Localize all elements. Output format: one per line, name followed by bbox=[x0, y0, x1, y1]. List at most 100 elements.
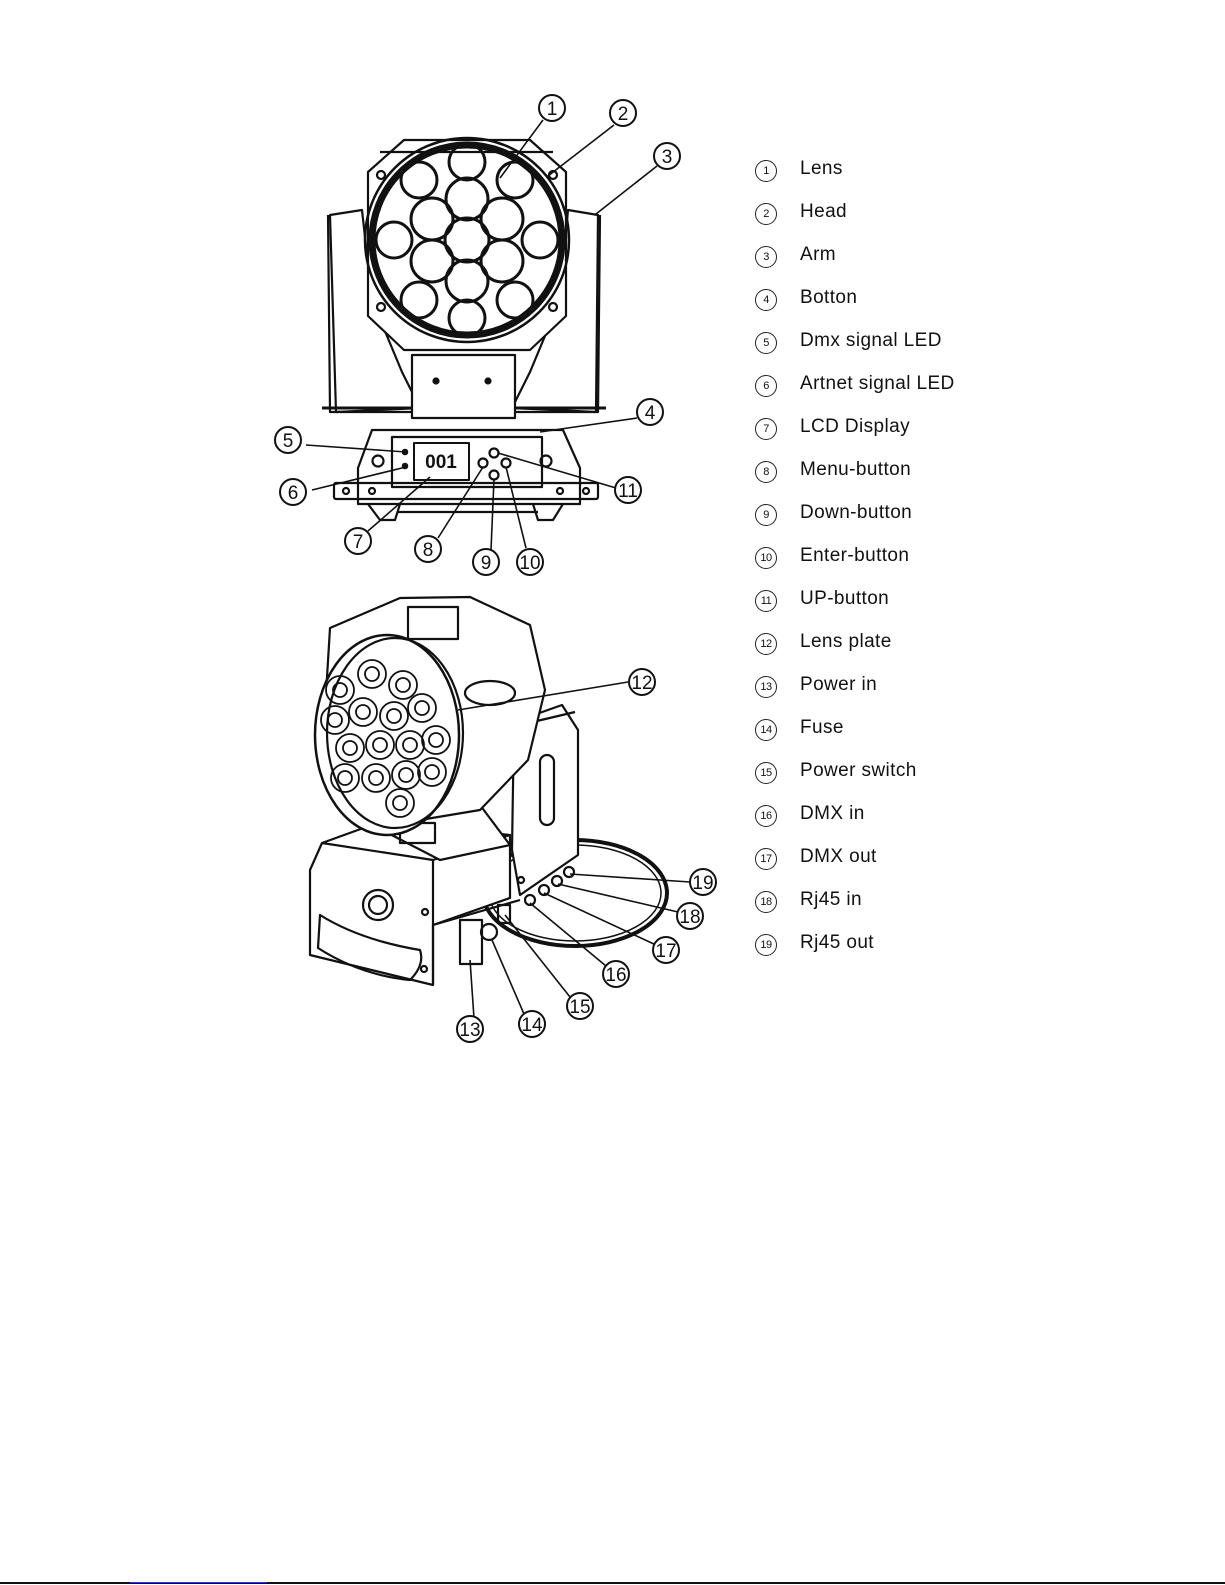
legend-item: 2 Head bbox=[755, 201, 955, 244]
callout-number: 17 bbox=[655, 941, 676, 962]
legend-label: Artnet signal LED bbox=[800, 373, 955, 395]
callout-2: 2 bbox=[610, 100, 636, 126]
callout-7: 7 bbox=[345, 528, 371, 554]
callout-number: 14 bbox=[521, 1015, 543, 1036]
legend-number-badge: 14 bbox=[755, 719, 777, 741]
legend-label: DMX out bbox=[800, 846, 877, 868]
legend-number-badge: 19 bbox=[755, 934, 777, 956]
legend-label: Lens bbox=[800, 158, 843, 180]
legend-item: 4 Botton bbox=[755, 287, 955, 330]
legend-label: DMX in bbox=[800, 803, 865, 825]
callout-number: 2 bbox=[618, 104, 629, 125]
legend-item: 19 Rj45 out bbox=[755, 932, 955, 975]
callout-13: 13 bbox=[457, 1016, 483, 1042]
legend-item: 6 Artnet signal LED bbox=[755, 373, 955, 416]
legend-number-badge: 2 bbox=[755, 203, 777, 225]
legend-item: 5 Dmx signal LED bbox=[755, 330, 955, 373]
legend-item: 13 Power in bbox=[755, 674, 955, 717]
callout-number: 4 bbox=[645, 403, 656, 424]
legend-label: Rj45 out bbox=[800, 932, 874, 954]
legend-label: Power in bbox=[800, 674, 877, 696]
callout-11: 11 bbox=[615, 477, 641, 503]
legend-number-badge: 5 bbox=[755, 332, 777, 354]
legend-number-badge: 3 bbox=[755, 246, 777, 268]
legend-item: 17 DMX out bbox=[755, 846, 955, 889]
callout-number: 3 bbox=[662, 147, 673, 168]
callout-number: 5 bbox=[283, 431, 294, 452]
callout-number: 19 bbox=[692, 873, 713, 894]
legend-label: Botton bbox=[800, 287, 857, 309]
legend-number-badge: 1 bbox=[755, 160, 777, 182]
callout-number: 12 bbox=[631, 673, 652, 694]
callout-1: 1 bbox=[539, 95, 565, 121]
fuse-holder bbox=[481, 924, 497, 940]
callout-16: 16 bbox=[603, 961, 629, 987]
legend-number-badge: 10 bbox=[755, 547, 777, 569]
legend-number-badge: 6 bbox=[755, 375, 777, 397]
legend-label: Lens plate bbox=[800, 631, 892, 653]
legend-number-badge: 13 bbox=[755, 676, 777, 698]
parts-legend: 1 Lens 2 Head 3 Arm 4 Botton 5 Dmx signal LED 6 Art… bbox=[755, 158, 955, 975]
callout-3: 3 bbox=[654, 143, 680, 169]
legend-item: 8 Menu-button bbox=[755, 459, 955, 502]
legend-number-badge: 7 bbox=[755, 418, 777, 440]
callout-5: 5 bbox=[275, 427, 301, 453]
callout-4: 4 bbox=[637, 399, 663, 425]
legend-number-badge: 18 bbox=[755, 891, 777, 913]
callout-number: 7 bbox=[353, 532, 364, 553]
callout-15: 15 bbox=[567, 993, 593, 1019]
legend-label: Enter-button bbox=[800, 545, 909, 567]
callout-number: 10 bbox=[519, 553, 540, 574]
legend-number-badge: 12 bbox=[755, 633, 777, 655]
yoke-post bbox=[412, 355, 515, 418]
lcd-display-value: 001 bbox=[425, 452, 457, 473]
legend-number-badge: 16 bbox=[755, 805, 777, 827]
rear-base bbox=[310, 835, 510, 985]
legend-item: 7 LCD Display bbox=[755, 416, 955, 459]
callout-number: 18 bbox=[679, 907, 700, 928]
legend-item: 12 Lens plate bbox=[755, 631, 955, 674]
callout-number: 6 bbox=[288, 483, 299, 504]
legend-label: Arm bbox=[800, 244, 836, 266]
legend-item: 10 Enter-button bbox=[755, 545, 955, 588]
callout-number: 8 bbox=[423, 540, 434, 561]
legend-label: Menu-button bbox=[800, 459, 911, 481]
callout-number: 9 bbox=[481, 553, 492, 574]
legend-label: Fuse bbox=[800, 717, 844, 739]
callout-number: 11 bbox=[618, 481, 638, 502]
legend-label: UP-button bbox=[800, 588, 889, 610]
callout-18: 18 bbox=[677, 903, 703, 929]
callout-12: 12 bbox=[629, 669, 655, 695]
callout-number: 15 bbox=[569, 997, 590, 1018]
legend-number-badge: 11 bbox=[755, 590, 777, 612]
legend-item: 14 Fuse bbox=[755, 717, 955, 760]
callout-8: 8 bbox=[415, 536, 441, 562]
legend-label: Dmx signal LED bbox=[800, 330, 942, 352]
power-connector bbox=[460, 920, 482, 964]
callout-number: 1 bbox=[547, 99, 558, 120]
legend-number-badge: 8 bbox=[755, 461, 777, 483]
legend-label: Power switch bbox=[800, 760, 917, 782]
legend-label: LCD Display bbox=[800, 416, 910, 438]
legend-number-badge: 4 bbox=[755, 289, 777, 311]
callout-10: 10 bbox=[517, 549, 543, 575]
rj45-out-port bbox=[564, 867, 574, 877]
legend-label: Head bbox=[800, 201, 847, 223]
legend-item: 1 Lens bbox=[755, 158, 955, 201]
rear-view-illustration bbox=[310, 597, 667, 985]
callout-9: 9 bbox=[473, 549, 499, 575]
legend-label: Rj45 in bbox=[800, 889, 862, 911]
legend-item: 11 UP-button bbox=[755, 588, 955, 631]
callout-19: 19 bbox=[690, 869, 716, 895]
callout-number: 13 bbox=[459, 1020, 480, 1041]
front-view-illustration bbox=[322, 138, 606, 520]
legend-item: 3 Arm bbox=[755, 244, 955, 287]
legend-number-badge: 17 bbox=[755, 848, 777, 870]
callout-14: 14 bbox=[519, 1011, 545, 1037]
legend-item: 16 DMX in bbox=[755, 803, 955, 846]
legend-number-badge: 15 bbox=[755, 762, 777, 784]
legend-item: 15 Power switch bbox=[755, 760, 955, 803]
callout-number: 16 bbox=[605, 965, 626, 986]
